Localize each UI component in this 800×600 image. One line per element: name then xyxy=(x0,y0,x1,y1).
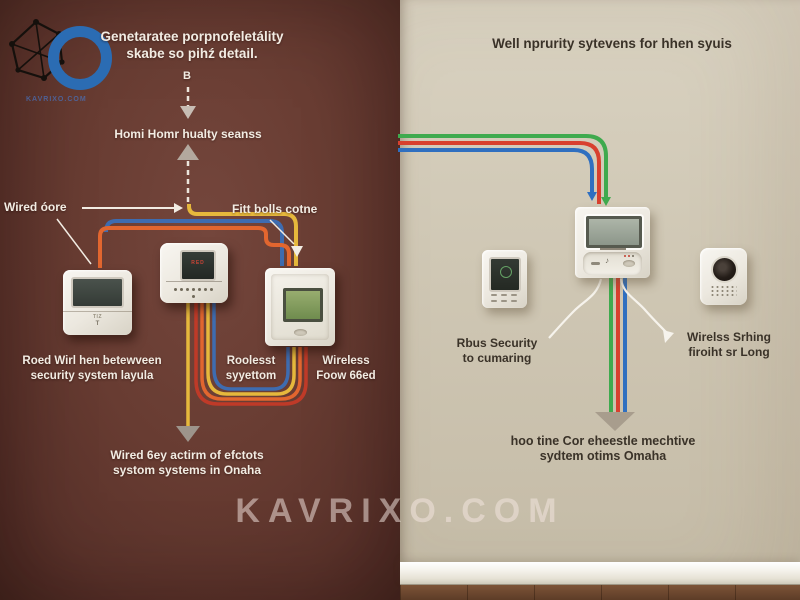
wireless-line2: firoiht sr Long xyxy=(688,345,770,359)
control-unit-device: ♪ xyxy=(575,207,650,278)
right-bottom-line2: sydtem otims Omaha xyxy=(539,449,667,463)
wire-green-right xyxy=(398,134,608,199)
leader-wireless-arrowhead-icon xyxy=(663,330,674,343)
logo: KAVRIXO.COM xyxy=(4,10,114,105)
leader-rbus-cable xyxy=(548,278,603,339)
left-bottom-line2: systom systems in Onaha xyxy=(112,463,262,477)
arrow-b-label: B xyxy=(183,70,191,82)
wood-floor xyxy=(400,585,800,600)
wire-orange-top xyxy=(98,226,291,268)
wire-red-right xyxy=(398,141,601,204)
caption-wireless: Wireless Foow 66ed xyxy=(316,354,375,383)
small-keypad-row1 xyxy=(491,294,517,296)
caption2-line1: Roolesst xyxy=(226,355,276,367)
wire-red-loop xyxy=(194,303,308,406)
keypad-buttons xyxy=(174,288,213,291)
right-bottom-caption: hoo tine Cor eheestle mechtive sydtem ot… xyxy=(511,434,696,464)
down-arrow-icon xyxy=(176,426,200,442)
rbus-line2: to cumaring xyxy=(462,351,532,365)
wireless-srhing-label: Wirelss Srhing firoiht sr Long xyxy=(687,330,771,360)
leader-fitt xyxy=(269,219,295,245)
screen-power-glyph-icon xyxy=(500,266,512,278)
rbus-line1: Rbus Security xyxy=(456,336,538,350)
wire-yellow-loop xyxy=(206,303,296,396)
caption2-line2: syyettom xyxy=(225,369,277,382)
fitt-bolls-label: Fitt bolls cotne xyxy=(232,202,318,216)
blue-arrowhead-icon xyxy=(587,192,597,201)
panel-slider xyxy=(591,262,600,265)
wire-blue-loop xyxy=(212,303,290,391)
thermostat-screen xyxy=(71,277,124,308)
control-unit-lcd xyxy=(586,216,642,248)
caption1-line2: security system layula xyxy=(30,369,154,382)
leader-fitt-arrowhead-icon xyxy=(291,246,303,257)
wired-thermostat-device: TIZ T xyxy=(63,270,132,335)
left-title: Genetaratee porpnofeletálity skabe so pi… xyxy=(100,28,283,62)
keypad-screen: RED xyxy=(180,250,216,281)
rbus-security-label: Rbus Security to cumaring xyxy=(457,336,538,366)
wireless-line1: Wirelss Srhing xyxy=(687,330,771,344)
wireless-panel-screen xyxy=(283,288,323,322)
watermark-text: KAVRIXO.COM xyxy=(235,492,565,530)
logo-ring-icon xyxy=(48,26,112,90)
control-unit-label-line xyxy=(600,248,626,250)
sensor-lens-icon xyxy=(711,256,738,283)
left-title-line2: skabe so pihź detail. xyxy=(126,46,258,61)
baseboard xyxy=(400,562,800,585)
down-arrow-right-icon xyxy=(595,412,635,431)
keypad-indicator-dot xyxy=(192,295,195,298)
left-bottom-caption: Wired 6ey actirm of efctots systom syste… xyxy=(110,448,263,478)
wire-blue-right xyxy=(398,148,594,193)
keypad-screen-text: RED xyxy=(191,260,205,266)
panel-red-dots xyxy=(624,255,634,257)
speaker-grille-icon xyxy=(710,285,737,298)
keypad-seam xyxy=(166,281,222,282)
wired-keypad-device: RED xyxy=(160,243,228,303)
leader-wired-device xyxy=(56,218,92,265)
up-arrow-icon xyxy=(177,144,199,160)
panel-oval-button xyxy=(623,260,635,267)
hub-label: Homi Homr hualty seanss xyxy=(114,127,262,141)
green-arrowhead-icon xyxy=(601,197,611,206)
wireless-panel-button xyxy=(294,329,307,336)
small-keypad-screen xyxy=(489,257,521,292)
wireless-panel-device xyxy=(265,268,335,346)
device1-text: TIZ xyxy=(93,314,102,320)
dashed-arrowhead-down-icon xyxy=(180,106,196,119)
device-seam xyxy=(63,311,132,312)
chime-sensor-device xyxy=(700,248,747,305)
wire-yellow-top xyxy=(187,204,298,266)
left-bottom-line1: Wired 6ey actirm of efctots xyxy=(110,448,264,462)
caption-roolesst: Roolesst syyettom xyxy=(226,354,277,383)
caption-wired-system: Roed Wirl hen betewveen security system … xyxy=(22,354,161,383)
caption3-line2: Foow 66ed xyxy=(316,369,376,382)
control-unit-panel: ♪ xyxy=(583,252,642,275)
panel-note-glyph: ♪ xyxy=(605,256,609,265)
caption1-line1: Roed Wirl hen betewveen xyxy=(22,355,162,367)
caption3-line1: Wireless xyxy=(322,355,370,367)
left-title-line1: Genetaratee porpnofeletálity xyxy=(100,29,284,44)
leader-wired-arrowhead-icon xyxy=(174,203,183,213)
right-bottom-line1: hoo tine Cor eheestle mechtive xyxy=(510,434,696,448)
leader-wireless-cable xyxy=(619,278,669,335)
logo-url-text: KAVRIXO.COM xyxy=(26,96,87,103)
wired-core-label: Wired óore xyxy=(4,200,67,214)
right-small-keypad-device xyxy=(482,250,527,308)
small-keypad-row2 xyxy=(491,300,517,302)
wire-orange-loop xyxy=(200,303,302,401)
right-title: Well nprurity sytevens for hhen syuis xyxy=(492,36,732,51)
device1-text2: T xyxy=(95,321,100,327)
